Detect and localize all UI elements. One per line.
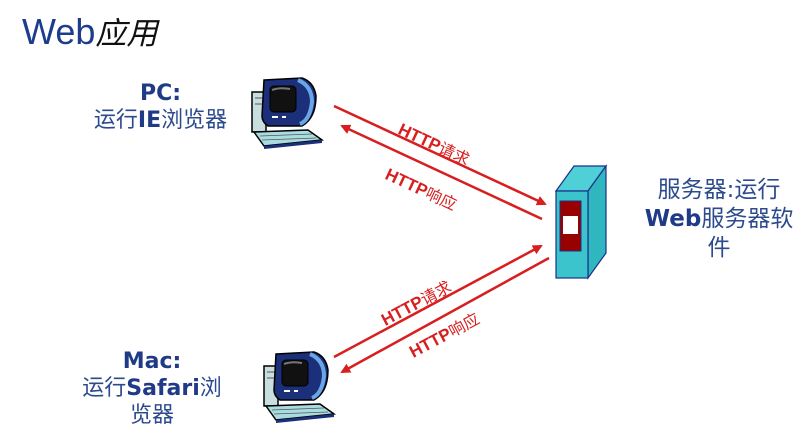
server-label-software: 服务器软 [701,206,794,232]
mac-label-title: Mac: [122,349,182,374]
server-label: 服务器:运行 Web服务器软 件 [636,176,802,263]
pc-label-browser-name: IE [137,108,162,133]
bottom-response-arrow [340,256,550,374]
top-response-arrow [340,124,543,221]
pc-label-browser: 浏览器 [161,108,228,133]
mac-label-browser-name: Safari [126,376,200,401]
pc-label: PC: 运行IE浏览器 [78,80,243,134]
bottom-request-arrow [333,244,543,359]
page-title: Web应用 [22,10,157,56]
pc-computer-icon [250,76,324,151]
title-latin: Web [22,11,96,52]
mac-label-browser-2: 览器 [129,403,174,428]
top-request-arrow [333,104,547,206]
mac-computer-icon [262,350,336,425]
pc-label-run: 运行 [93,108,138,133]
mac-label: Mac: 运行Safari浏 览器 [72,348,232,429]
server-label-software-end: 件 [707,235,731,261]
title-cjk: 应用 [95,16,158,52]
mac-label-browser-1: 浏 [199,376,222,401]
pc-label-title: PC: [139,81,182,106]
server-label-web: Web [644,206,702,232]
mac-label-run: 运行 [82,376,127,401]
server-label-title: 服务器:运行 [657,177,781,203]
server-tower-icon [554,164,608,280]
